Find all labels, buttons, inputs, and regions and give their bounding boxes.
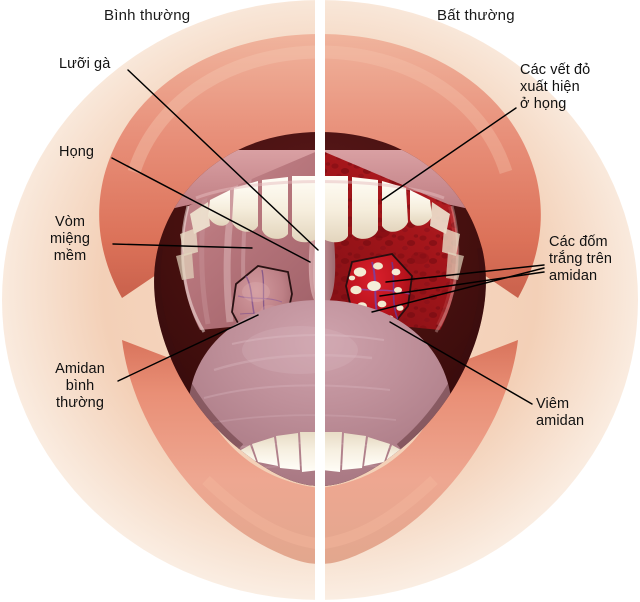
- lips: [99, 34, 541, 564]
- label-soft-palate: Vòm miệng mềm: [50, 214, 90, 264]
- column-title-normal: Bình thường: [104, 7, 191, 24]
- leader-white-spots-2: [379, 271, 545, 297]
- label-red-spots: Các vết đỏ xuất hiện ở họng: [520, 62, 591, 112]
- lower-lip: [122, 340, 518, 564]
- leader-throat: [111, 157, 311, 263]
- comparison-divider: [315, 0, 325, 602]
- upper-lip: [99, 34, 541, 298]
- leader-uvula: [127, 69, 319, 251]
- leader-white-spots-3: [371, 267, 545, 313]
- leader-white-spots-1: [385, 264, 545, 283]
- label-white-spots: Các đốm trắng trên amidan: [549, 234, 613, 284]
- label-throat: Họng: [59, 144, 95, 160]
- leader-red-spots: [381, 107, 517, 201]
- leader-lines: [111, 69, 545, 405]
- leader-tonsillitis: [389, 321, 533, 405]
- label-tonsillitis: Viêm amidan: [536, 396, 585, 429]
- upper-teeth: [176, 176, 464, 280]
- column-title-abnormal: Bất thường: [437, 7, 515, 24]
- leader-soft-palate: [112, 243, 253, 249]
- leader-normal-tonsil: [117, 314, 259, 382]
- label-normal-tonsil: Amidan bình thường: [55, 361, 105, 411]
- label-uvula: Lưỡi gà: [59, 56, 111, 72]
